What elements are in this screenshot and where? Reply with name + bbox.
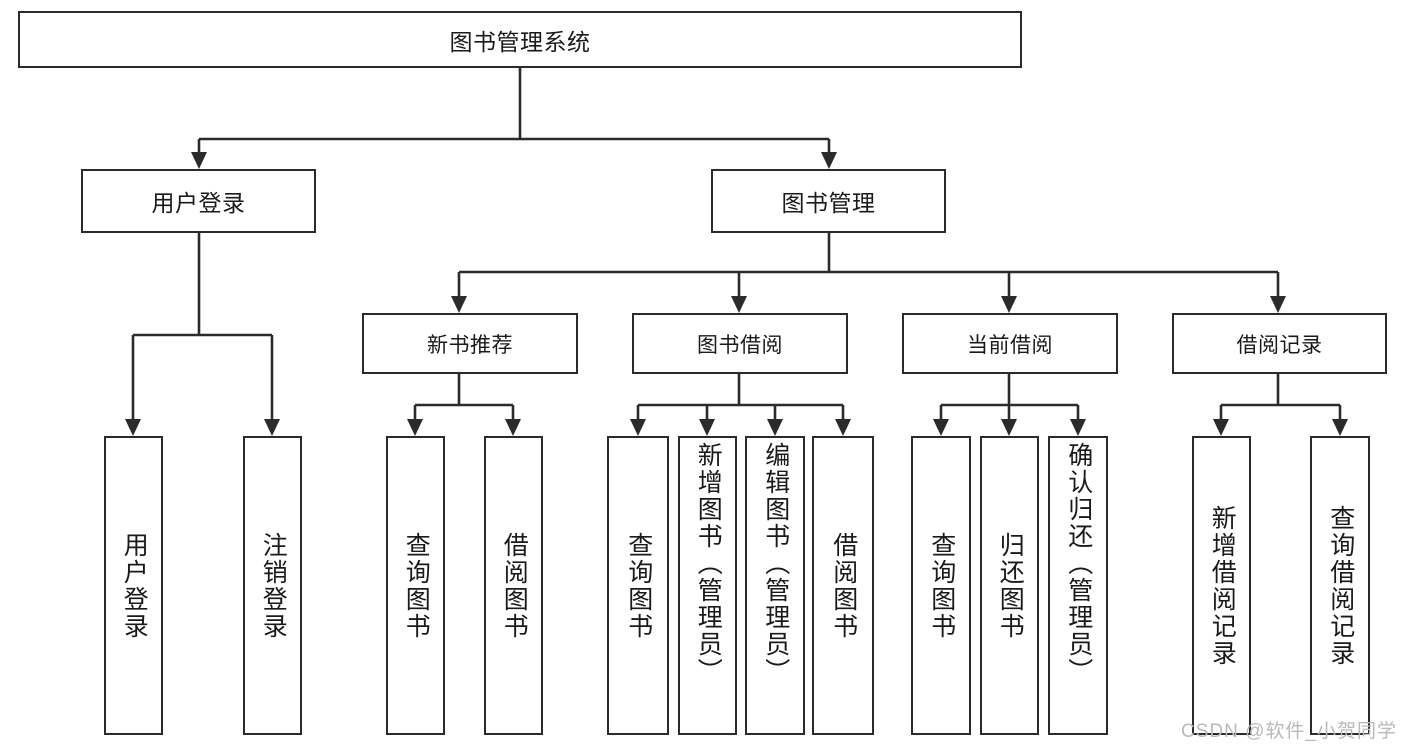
node-label: 借阅图书 xyxy=(829,531,858,640)
node-new-book-recommend[interactable]: 新书推荐 xyxy=(362,313,578,374)
leaf-query-book-recommend[interactable]: 查询图书 xyxy=(386,436,445,735)
node-book-management[interactable]: 图书管理 xyxy=(711,169,946,233)
leaf-confirm-return-admin[interactable]: 确认归还（管理员） xyxy=(1048,436,1108,735)
node-label: 新书推荐 xyxy=(427,333,513,357)
watermark-text: CSDN @软件_小贺同学 xyxy=(1181,721,1397,742)
arrow-leaf-13 xyxy=(1332,419,1348,436)
arrow-leaf-12 xyxy=(1213,419,1229,436)
node-label: 图书管理系统 xyxy=(449,28,591,55)
node-label: 当前借阅 xyxy=(967,333,1053,357)
arrow-leaf-11 xyxy=(1070,419,1086,436)
node-label: 用户登录 xyxy=(120,531,149,640)
node-label: 注销登录 xyxy=(259,531,288,640)
arrow-leaf-9 xyxy=(933,419,949,436)
node-label: 图书管理 xyxy=(781,190,876,216)
node-label: 查询借阅记录 xyxy=(1326,504,1355,667)
node-book-borrow[interactable]: 图书借阅 xyxy=(632,313,848,374)
node-label: 新增借阅记录 xyxy=(1208,504,1237,667)
node-label: 确认归还（管理员） xyxy=(1064,442,1093,685)
arrow-to-user-login xyxy=(191,152,207,169)
arrow-leaf-10 xyxy=(1001,419,1017,436)
arrow-to-new-book-recommend xyxy=(451,296,467,313)
arrow-to-book-management xyxy=(821,152,837,169)
node-book-management-system[interactable]: 图书管理系统 xyxy=(18,11,1022,68)
leaf-query-book-borrow[interactable]: 查询图书 xyxy=(607,436,669,735)
node-label: 用户登录 xyxy=(151,190,246,216)
node-label: 查询图书 xyxy=(624,531,653,640)
arrow-leaf-7 xyxy=(767,419,783,436)
leaf-add-borrow-record[interactable]: 新增借阅记录 xyxy=(1192,436,1251,735)
node-label: 编辑图书（管理员） xyxy=(761,442,790,685)
leaf-edit-book-admin[interactable]: 编辑图书（管理员） xyxy=(745,436,805,735)
node-label: 归还图书 xyxy=(996,531,1025,640)
leaf-user-login[interactable]: 用户登录 xyxy=(104,436,163,735)
node-label: 查询图书 xyxy=(402,531,431,640)
node-user-login[interactable]: 用户登录 xyxy=(81,169,316,233)
arrow-leaf-3 xyxy=(407,419,423,436)
leaf-return-book[interactable]: 归还图书 xyxy=(980,436,1039,735)
node-label: 借阅记录 xyxy=(1236,333,1323,357)
leaf-query-borrow-record[interactable]: 查询借阅记录 xyxy=(1310,436,1370,735)
arrow-to-current-borrow xyxy=(1001,296,1017,313)
leaf-borrow-book[interactable]: 借阅图书 xyxy=(812,436,874,735)
node-current-borrow[interactable]: 当前借阅 xyxy=(902,313,1118,374)
arrow-leaf-5 xyxy=(630,419,646,436)
arrow-leaf-2 xyxy=(264,419,280,436)
arrow-leaf-4 xyxy=(505,419,521,436)
node-label: 新增图书（管理员） xyxy=(694,442,723,685)
node-label: 图书借阅 xyxy=(697,333,783,357)
arrow-leaf-8 xyxy=(835,419,851,436)
node-label: 借阅图书 xyxy=(500,531,529,640)
arrow-leaf-6 xyxy=(699,419,715,436)
leaf-borrow-book-recommend[interactable]: 借阅图书 xyxy=(484,436,543,735)
node-label: 查询图书 xyxy=(927,531,956,640)
leaf-query-book-current[interactable]: 查询图书 xyxy=(911,436,971,735)
node-borrow-record[interactable]: 借阅记录 xyxy=(1172,313,1387,374)
arrow-leaf-1 xyxy=(125,419,141,436)
arrow-to-borrow-record xyxy=(1270,296,1286,313)
leaf-add-book-admin[interactable]: 新增图书（管理员） xyxy=(678,436,737,735)
arrow-to-book-borrow xyxy=(731,296,747,313)
leaf-logout[interactable]: 注销登录 xyxy=(243,436,302,735)
